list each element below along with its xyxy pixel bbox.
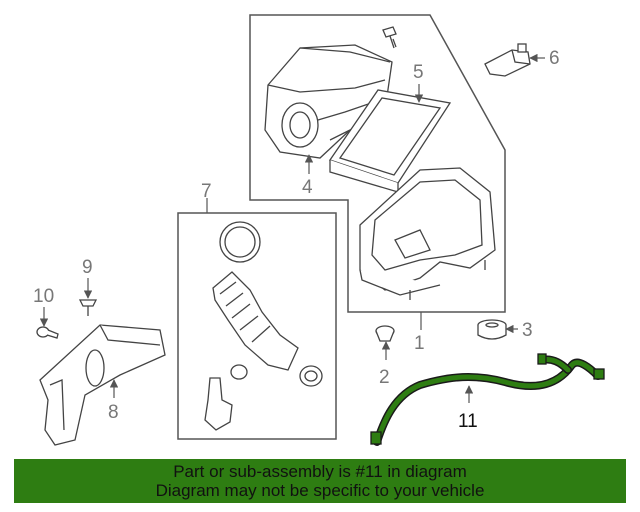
callout-5: 5 xyxy=(413,62,424,83)
callout-4: 4 xyxy=(302,177,313,198)
intake-duct-part[interactable] xyxy=(204,221,323,431)
banner-line-2: Diagram may not be specific to your vehi… xyxy=(155,481,485,500)
info-banner: Part or sub-assembly is #11 in diagram D… xyxy=(14,459,626,503)
callout-10: 10 xyxy=(33,286,54,307)
fastener-part[interactable] xyxy=(36,326,59,339)
callout-3: 3 xyxy=(522,320,533,341)
clip-part[interactable] xyxy=(78,299,98,316)
callout-7: 7 xyxy=(201,181,212,202)
callout-11: 11 xyxy=(458,411,478,432)
air-cleaner-housing-part[interactable] xyxy=(359,167,496,300)
callout-9: 9 xyxy=(82,257,93,278)
callout-6: 6 xyxy=(549,48,560,69)
banner-line-1: Part or sub-assembly is #11 in diagram xyxy=(173,462,467,481)
ventilation-hose-part[interactable] xyxy=(370,353,605,446)
air-cleaner-cover-part[interactable] xyxy=(264,44,393,159)
callout-1: 1 xyxy=(414,333,425,354)
mass-airflow-sensor-part[interactable] xyxy=(484,43,531,77)
intake-duct-group-outline xyxy=(177,212,337,440)
bolt-part[interactable] xyxy=(382,26,397,49)
air-filter-element-part[interactable] xyxy=(328,89,452,193)
insulator-part[interactable] xyxy=(477,319,507,340)
leader-lines xyxy=(39,53,545,403)
callout-8: 8 xyxy=(108,402,119,423)
resonator-part[interactable] xyxy=(39,324,166,446)
air-cleaner-assembly-outline xyxy=(249,14,506,313)
callout-2: 2 xyxy=(379,367,390,388)
grommet-part[interactable] xyxy=(375,325,395,342)
